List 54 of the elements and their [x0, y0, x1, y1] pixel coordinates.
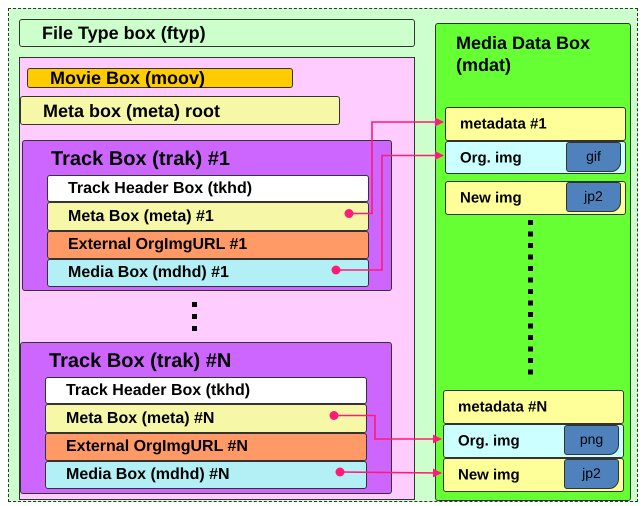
external-url-row: [45, 433, 367, 461]
format-tag: [564, 425, 619, 455]
box-label: Media Box (mdhd) #1: [68, 265, 229, 281]
metadata-row: [443, 390, 624, 424]
box-label: Meta Box (meta) #N: [66, 410, 214, 426]
meta-root-box: [20, 96, 340, 125]
box-label: Track Header Box (tkhd): [68, 180, 252, 196]
box-label: Meta box (meta) root: [43, 102, 220, 120]
meta-row: [47, 202, 369, 231]
box-label: Org. img: [460, 150, 522, 165]
arrow: [330, 411, 442, 444]
box-label: Media Data Box (mdat): [456, 32, 592, 76]
box-label: Meta Box (meta) #1: [68, 208, 214, 224]
box-label: Org. img: [458, 434, 520, 448]
arrow: [336, 468, 442, 478]
box-label: png: [578, 432, 604, 446]
mdat-box: [435, 23, 631, 501]
arrow: [344, 118, 444, 218]
box-label: New img: [460, 190, 522, 206]
ftyp-box: [19, 19, 415, 47]
external-url-row: [47, 231, 369, 259]
box-label: jp2: [582, 189, 604, 203]
moov-container: [19, 57, 415, 500]
box-label: External OrgImgURL #1: [68, 237, 248, 253]
box-label: metadata #N: [458, 400, 548, 414]
box-label: Movie Box (moov): [50, 69, 206, 87]
image-row: [445, 181, 626, 215]
box-label: metadata #1: [460, 116, 547, 132]
image-row: [445, 141, 626, 174]
box-label: Track Box (trak) #N: [49, 351, 232, 371]
box-label: Media Box (mdhd) #N: [66, 467, 230, 483]
track-header-row: [47, 175, 369, 202]
box-label: jp2: [580, 466, 602, 480]
box-label: Track Box (trak) #1: [51, 149, 230, 169]
image-row: [443, 458, 624, 492]
image-row: [443, 424, 624, 458]
box-label: New img: [458, 468, 520, 482]
file-container: [8, 8, 638, 502]
box-label: gif: [585, 149, 602, 163]
meta-row: [45, 404, 367, 433]
moov-label-box: [27, 68, 293, 88]
box-label: External OrgImgURL #N: [66, 439, 248, 455]
track-box: [22, 140, 392, 291]
format-tag: [564, 459, 619, 489]
format-tag: [566, 142, 621, 172]
track-box: [20, 342, 392, 494]
arrow: [332, 151, 444, 274]
box-label: Track Header Box (tkhd): [66, 382, 250, 398]
media-row: [47, 259, 369, 287]
track-header-row: [45, 377, 367, 404]
media-row: [45, 461, 367, 489]
metadata-row: [445, 107, 626, 141]
box-label: File Type box (ftyp): [42, 24, 206, 42]
format-tag: [566, 182, 621, 212]
